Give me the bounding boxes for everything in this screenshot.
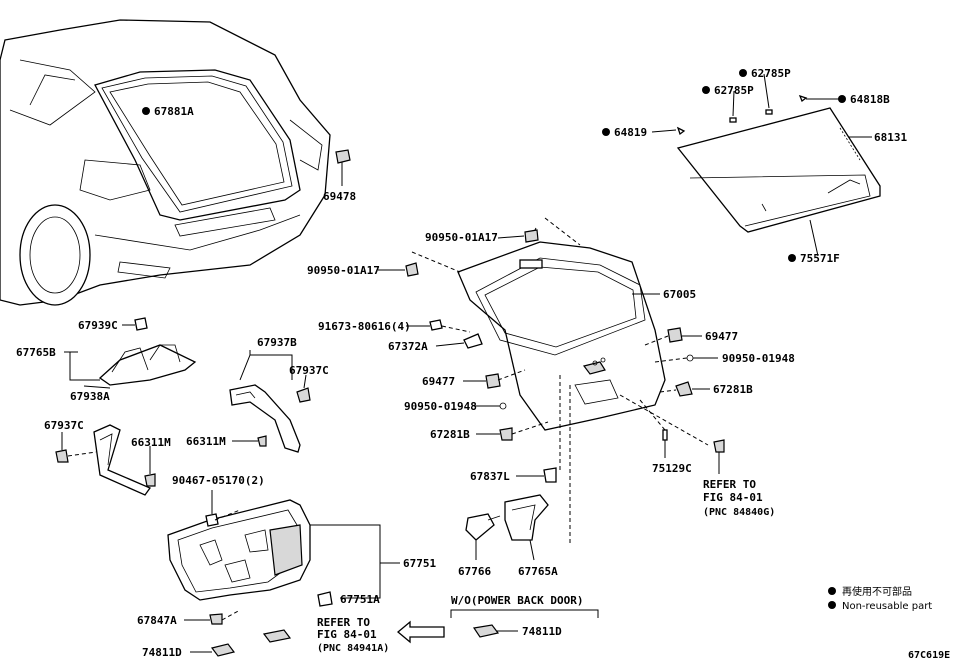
label-62785P-lower: 62785P [714, 84, 754, 97]
label-75571F: 75571F [800, 252, 840, 265]
label-64818B: 64818B [850, 93, 890, 106]
label-67372A: 67372A [388, 340, 428, 353]
legend-marker [828, 601, 836, 609]
label-69477-left: 69477 [422, 375, 455, 388]
label-67281B-right: 67281B [713, 383, 753, 396]
figure-code: 67C619E [908, 650, 950, 661]
label-67765A: 67765A [518, 565, 558, 578]
back-door-panel-group: 90950-01A17 90950-01A17 67005 91673-8061… [307, 217, 795, 578]
back-window-glass-group: 62785P 62785P 64818B 64819 68131 75571F [602, 67, 907, 265]
label-68131: 68131 [874, 131, 907, 144]
label-67938A: 67938A [70, 390, 110, 403]
label-90467-05170: 90467-05170(2) [172, 474, 265, 487]
label-74811D-right: 74811D [522, 625, 562, 638]
label-69478: 69478 [323, 190, 356, 203]
label-67281B-left: 67281B [430, 428, 470, 441]
label-67937C-left: 67937C [44, 419, 84, 432]
label-67005: 67005 [663, 288, 696, 301]
label-90950-01948-left: 90950-01948 [404, 400, 477, 413]
label-67939C: 67939C [78, 319, 118, 332]
label-66311M-left: 66311M [131, 436, 171, 449]
label-91673-80616: 91673-80616(4) [318, 320, 411, 333]
label-75129C: 75129C [652, 462, 692, 475]
legend-jp: 再使用不可部品 [842, 585, 912, 598]
non-reusable-marker [142, 107, 150, 115]
label-67881A: 67881A [154, 105, 194, 118]
legend-en: Non-reusable part [842, 601, 932, 612]
ref-84941A-line2: FIG 84-01 [317, 628, 377, 641]
label-66311M-right: 66311M [186, 435, 226, 448]
ref-84840G-line2: FIG 84-01 [703, 491, 763, 504]
label-67937B: 67937B [257, 336, 297, 349]
label-67847A: 67847A [137, 614, 177, 627]
label-67837L: 67837L [470, 470, 510, 483]
legend: 再使用不可部品 Non-reusable part [828, 585, 932, 612]
label-90950-01948-right: 90950-01948 [722, 352, 795, 365]
ref-84941A-line3: (PNC 84941A) [317, 643, 389, 654]
side-garnish-group: 67939C 67765B 67938A 67937C 66311M 67937… [16, 317, 329, 496]
ref-84840G-line1: REFER TO [703, 478, 756, 491]
label-67751: 67751 [403, 557, 436, 570]
label-62785P-upper: 62785P [751, 67, 791, 80]
ref-84840G-line3: (PNC 84840G) [703, 507, 775, 518]
label-64819: 64819 [614, 126, 647, 139]
label-67937C-right: 67937C [289, 364, 329, 377]
legend-marker [828, 587, 836, 595]
arrow-left-icon [396, 620, 445, 644]
vehicle-rear-illustration: 67881A 69478 [0, 19, 356, 306]
label-69477-right: 69477 [705, 330, 738, 343]
label-90950-01A17-upper: 90950-01A17 [425, 231, 498, 244]
inner-trim-panel-group: 90467-05170(2) 67751 67751A 67847A 74811… [137, 474, 445, 659]
label-67766: 67766 [458, 565, 491, 578]
label-90950-01A17-lower: 90950-01A17 [307, 264, 380, 277]
variant-note-group: W/O(POWER BACK DOOR) 74811D [450, 594, 599, 638]
variant-note-label: W/O(POWER BACK DOOR) [451, 594, 583, 607]
ref-84941A-line1: REFER TO [317, 616, 370, 629]
label-74811D-left: 74811D [142, 646, 182, 659]
label-67765B: 67765B [16, 346, 56, 359]
label-67751A: 67751A [340, 593, 380, 606]
